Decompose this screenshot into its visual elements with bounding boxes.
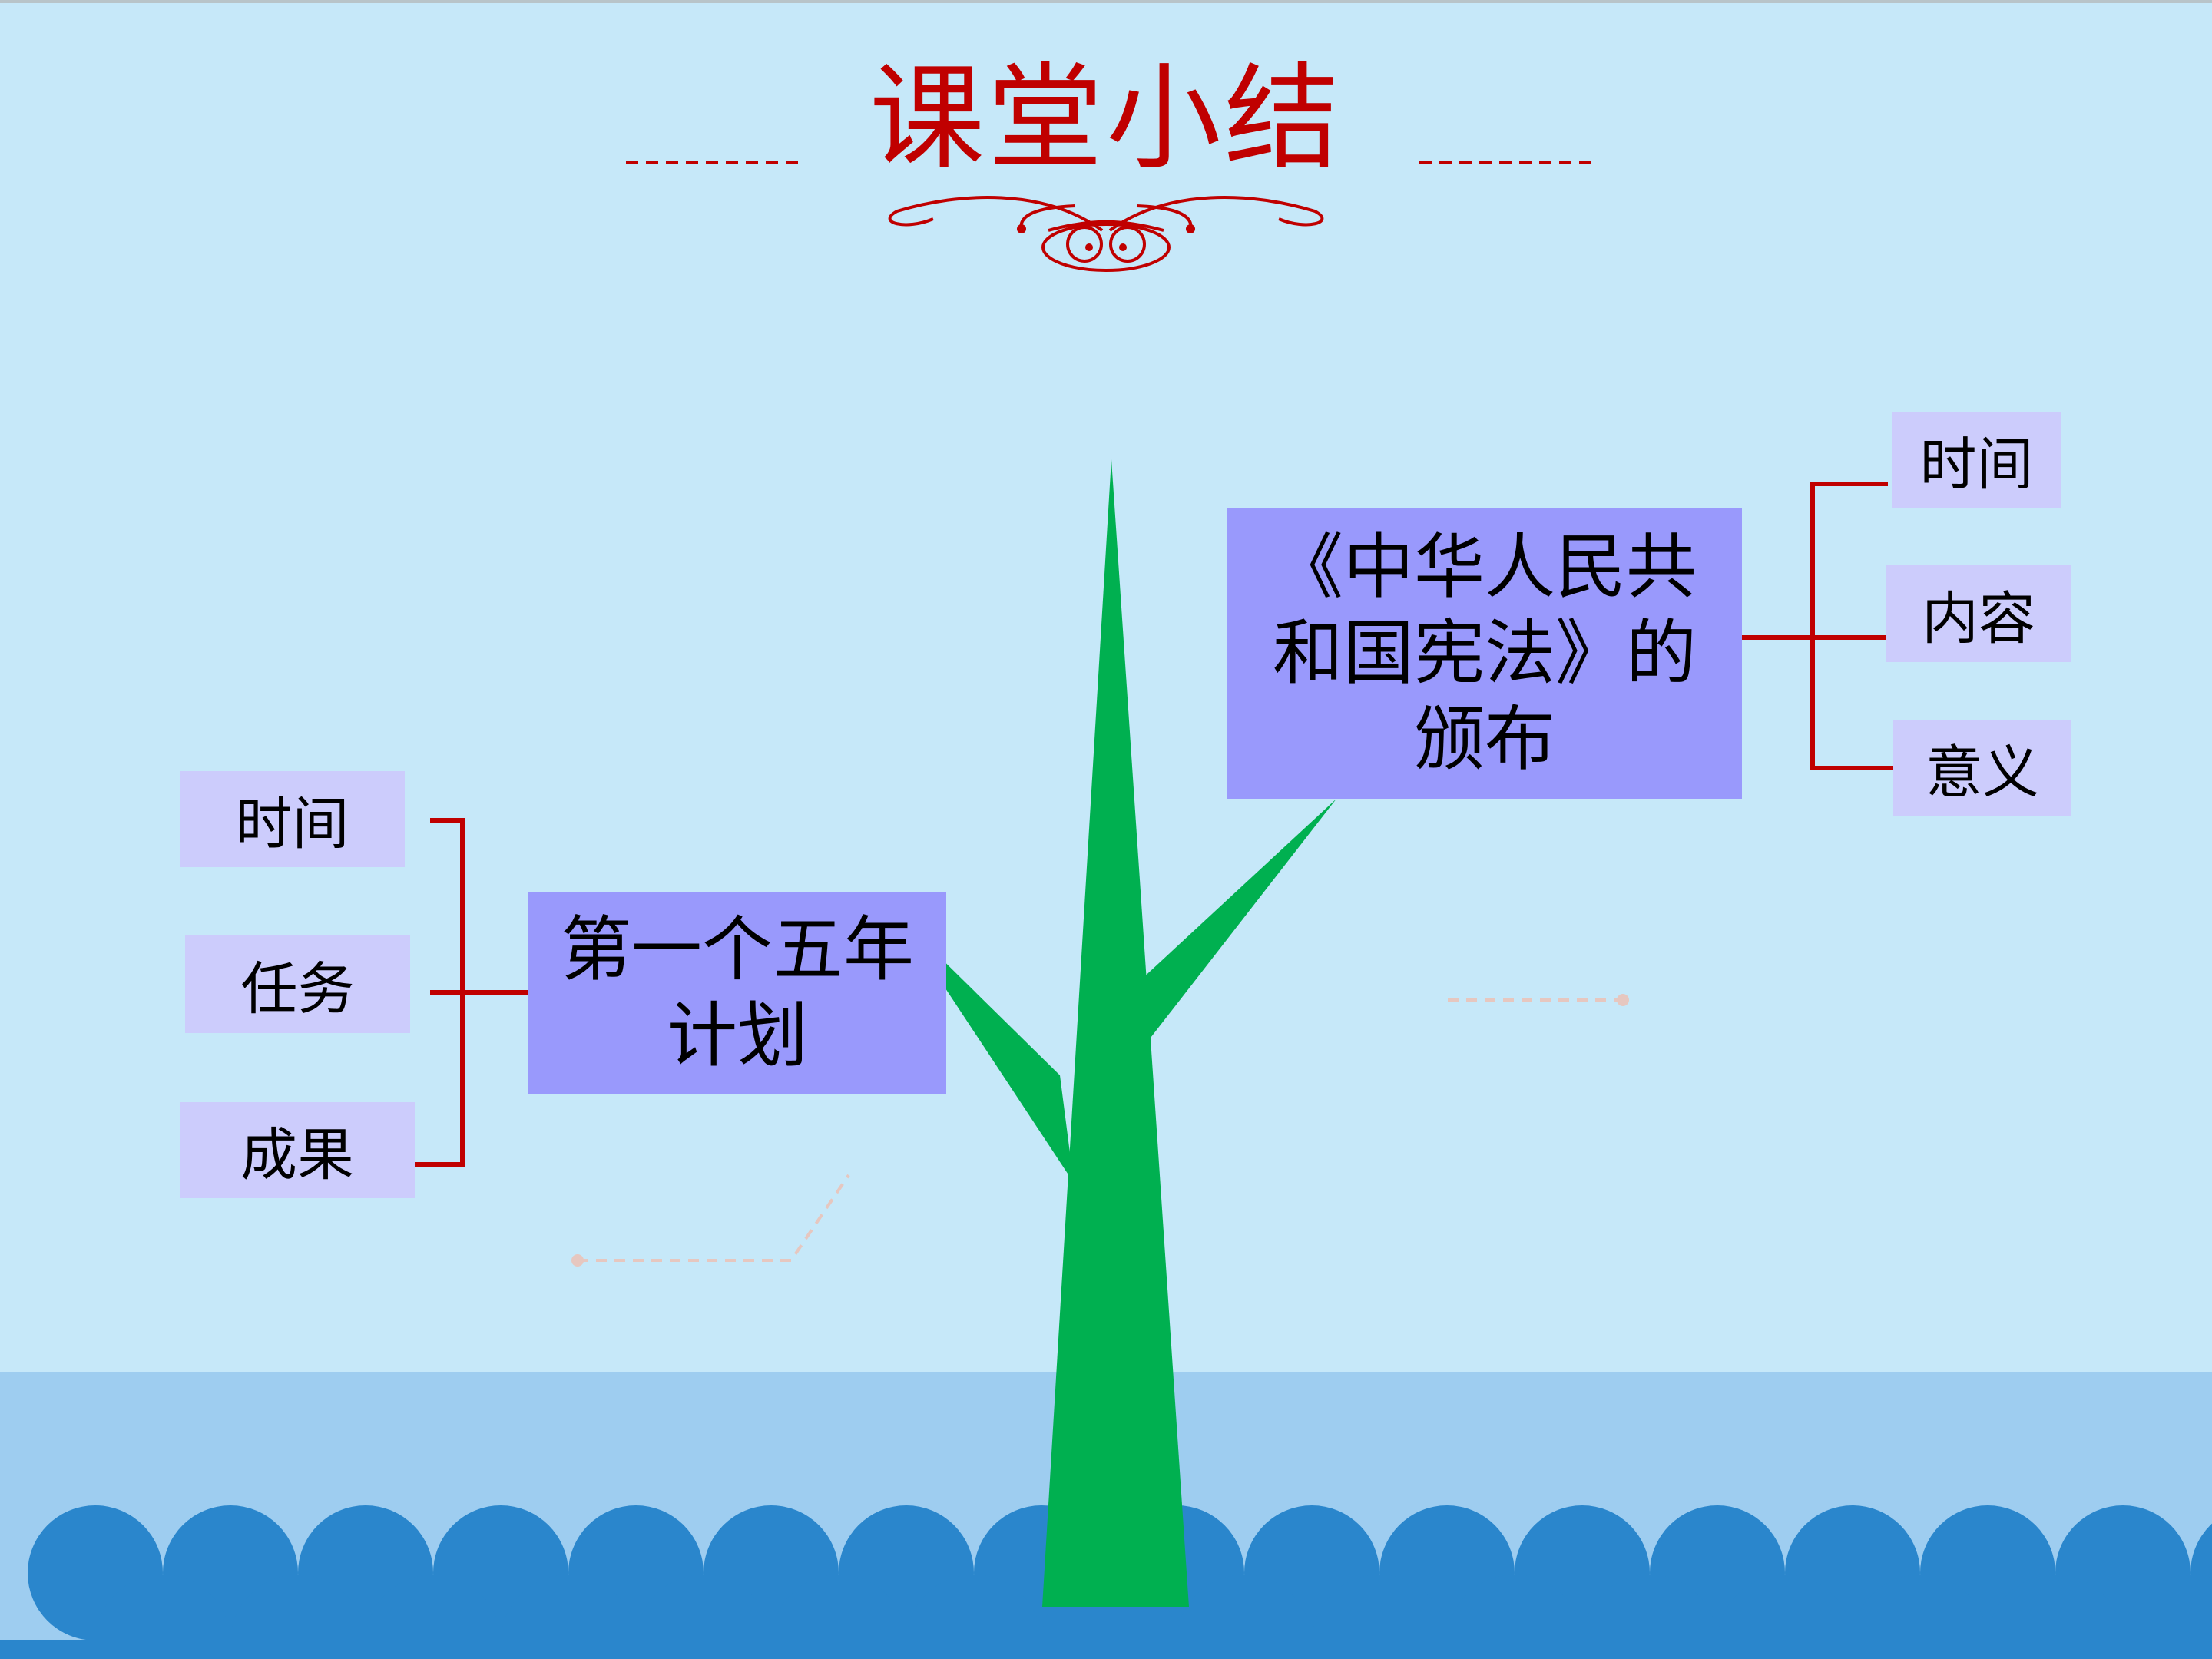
- right-bracket-connector: [1742, 482, 1893, 770]
- wave-scallop: [501, 1575, 636, 1659]
- leaf-plan-task: 任务: [185, 935, 410, 1033]
- leaf-constitution-significance: 意义: [1893, 720, 2071, 816]
- leaf-plan-time-label: 时间: [235, 791, 349, 857]
- wave-scallop: [1988, 1575, 2123, 1659]
- wave-scallop: [2123, 1575, 2212, 1659]
- left-bracket-connector: [415, 818, 530, 1167]
- wave-scallop: [95, 1575, 230, 1659]
- leaf-plan-result-label: 成果: [240, 1122, 354, 1188]
- wave-scallop: [906, 1575, 1041, 1659]
- leaf-constitution-content: 内容: [1886, 565, 2071, 662]
- decorative-dotted-lines: [578, 998, 1621, 1262]
- wave-scallop: [1717, 1575, 1853, 1659]
- wave-scallop: [1582, 1575, 1717, 1659]
- wave-scallop: [771, 1575, 906, 1659]
- leaf-plan-result: 成果: [180, 1102, 415, 1198]
- wave-scallop: [636, 1575, 771, 1659]
- topic-label-five-year-plan: 第一个五年计划: [560, 909, 914, 1077]
- wave-scallop: [230, 1575, 366, 1659]
- leaf-plan-time: 时间: [180, 771, 405, 867]
- page-title: 课堂小结: [869, 52, 1343, 186]
- topic-label-constitution: 《中华人民共和国宪法》的颁布: [1272, 525, 1697, 780]
- leaf-constitution-time-label: 时间: [1919, 432, 2034, 498]
- wave-base: [0, 1640, 2212, 1659]
- wave-scallop: [1853, 1575, 1988, 1659]
- tree-trunk-icon: [874, 459, 1336, 1607]
- wave-scallop: [1177, 1575, 1312, 1659]
- wave-scallop: [1312, 1575, 1447, 1659]
- leaf-constitution-content-label: 内容: [1922, 585, 2035, 652]
- wave-scallop: [366, 1575, 501, 1659]
- wave-pattern-icon: [0, 1505, 2212, 1659]
- leaf-constitution-time: 时间: [1892, 412, 2061, 508]
- leaf-constitution-significance-label: 意义: [1926, 740, 2039, 806]
- wave-scallop: [1447, 1575, 1582, 1659]
- topic-box-five-year-plan: 第一个五年计划: [528, 892, 946, 1094]
- topic-box-constitution: 《中华人民共和国宪法》的颁布: [1227, 508, 1742, 799]
- leaf-plan-task-label: 任务: [240, 956, 355, 1022]
